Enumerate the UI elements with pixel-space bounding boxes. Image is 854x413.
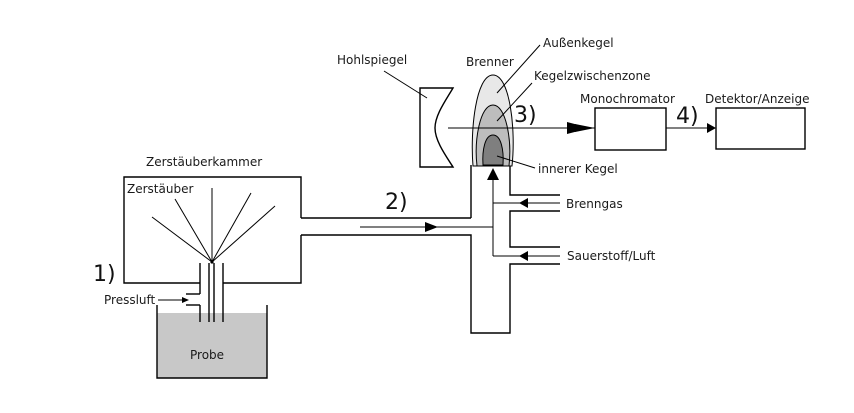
monochromator-box — [594, 107, 667, 151]
inlet-separator-wall — [509, 210, 560, 248]
outer-cone-leader — [496, 44, 541, 94]
monochromator-label: Monochromator — [580, 92, 675, 106]
step-1-label: 1) — [93, 262, 116, 287]
chamber-label: Zerstäuberkammer — [146, 155, 262, 169]
nebulizer-tubes — [158, 263, 224, 322]
inner-cone-label: innerer Kegel — [538, 162, 618, 176]
transfer-pipe — [301, 217, 560, 334]
spray-line — [174, 198, 213, 263]
inner-cone-leader — [496, 155, 536, 169]
step-2-label: 2) — [385, 190, 408, 215]
chamber-wall-lower-right — [223, 235, 302, 284]
outer-cone-label: Außenkegel — [543, 36, 614, 50]
mirror-label: Hohlspiegel — [337, 53, 407, 67]
step-4-label: 4) — [676, 104, 699, 129]
light-beam — [448, 122, 595, 134]
detector-box — [715, 107, 806, 150]
mirror-shape — [419, 87, 455, 168]
fuel-gas-label: Brenngas — [566, 197, 623, 211]
detector-arrow-icon — [707, 123, 716, 133]
burner-right-wall — [509, 165, 560, 196]
spray-line — [151, 216, 213, 263]
spray-line — [211, 205, 276, 263]
detector-label: Detektor/Anzeige — [705, 92, 810, 106]
spray-line — [211, 192, 252, 263]
sample-beaker — [156, 305, 268, 379]
fuel-gas-arrow-icon — [519, 198, 528, 208]
burner-body — [470, 165, 560, 261]
flame — [471, 74, 514, 167]
oxidant-label: Sauerstoff/Luft — [567, 249, 656, 263]
sample-label: Probe — [190, 348, 224, 362]
intermediate-zone-leader — [496, 82, 533, 122]
nozzle-tip — [210, 260, 214, 264]
inner-cone — [482, 134, 504, 166]
concave-mirror — [419, 87, 455, 168]
burner-arrow-icon — [487, 168, 499, 180]
mirror-leader — [383, 70, 428, 99]
oxidant-arrow-icon — [519, 251, 528, 261]
aerosol-arrow-icon — [425, 222, 438, 232]
nebulizer-chamber — [123, 176, 302, 284]
step-3-label: 3) — [514, 103, 537, 128]
nebulizer-label: Zerstäuber — [127, 182, 193, 196]
intermediate-zone-label: Kegelzwischenzone — [534, 69, 651, 83]
air-arrow-icon — [182, 297, 189, 303]
beam-arrow-icon-2 — [575, 124, 595, 132]
spray-fan — [151, 188, 276, 264]
pipe-lower-wall — [301, 234, 560, 334]
leader-lines — [383, 44, 541, 169]
beaker-wall — [156, 305, 268, 379]
chamber-wall-upper — [123, 176, 302, 284]
compressed-air-label: Pressluft — [104, 293, 156, 307]
sample-liquid — [157, 313, 267, 378]
burner-label: Brenner — [466, 55, 514, 69]
